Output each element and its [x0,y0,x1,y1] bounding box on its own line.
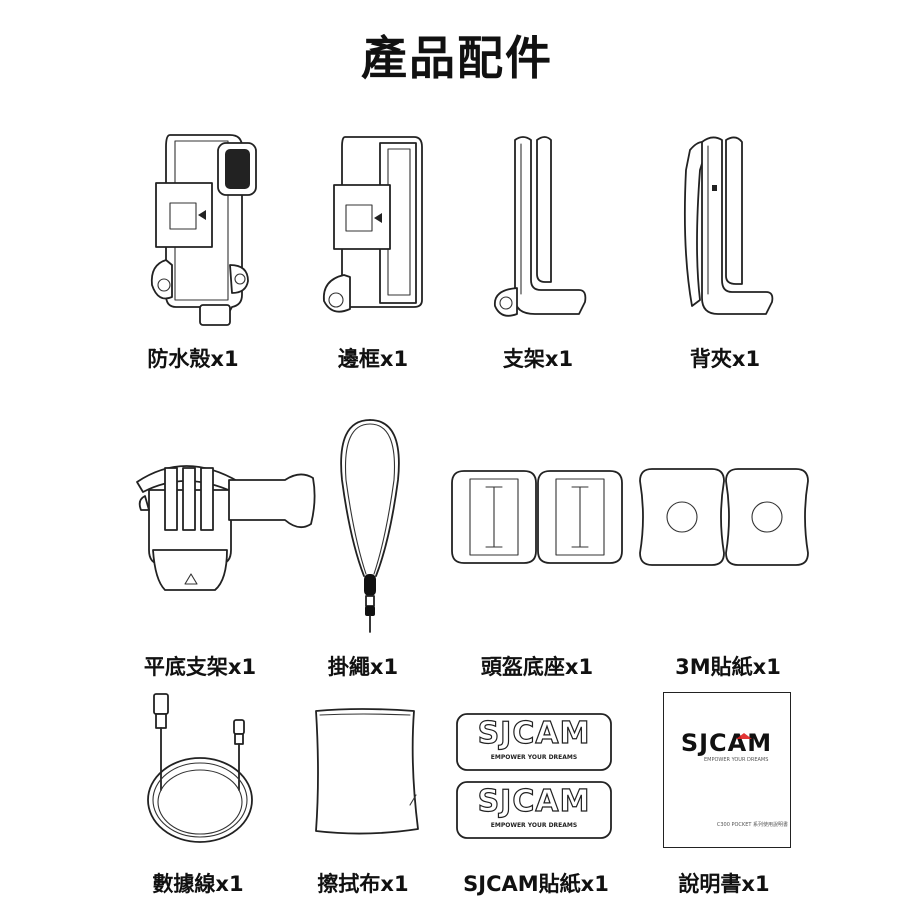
accessory-label: 支架x1 [502,347,574,371]
data-cable-drawing [147,693,253,843]
accessory-label: 3M貼紙x1 [675,655,781,679]
accessory-label: 防水殼x1 [147,347,239,371]
accessory-label: SJCAM貼紙x1 [463,872,609,896]
waterproof-case-illustration [130,125,270,335]
flat-mount-illustration [135,440,325,600]
sjcam-sticker-drawing [456,713,612,839]
frame-illustration [310,125,450,335]
manual-illustration: SJCAM EMPOWER YOUR DREAMS C300 POCKET 系列… [663,692,791,848]
sticker-tagline: EMPOWER YOUR DREAMS [490,754,578,761]
accessory-label: 邊框x1 [337,347,409,371]
data-cable-illustration [140,690,260,850]
sticker-brand: SJCAM [477,715,591,751]
accessory-label: 掛繩x1 [327,655,399,679]
page-title: 產品配件 [361,31,553,85]
accessory-label: 背夾x1 [689,347,761,371]
sjcam-sticker-illustration: SJCAM EMPOWER YOUR DREAMS SJCAM EMPOWER … [455,712,615,842]
waterproof-case-drawing [150,134,257,326]
accessory-label: 頭盔底座x1 [480,655,594,679]
manual-tagline: EMPOWER YOUR DREAMS [704,757,769,763]
stand-illustration [475,130,605,335]
manual-brand: SJCAM [680,729,773,757]
frame-drawing [322,136,423,313]
accessory-label: 數據線x1 [152,872,244,896]
accessory-label: 平底支架x1 [143,655,257,679]
helmet-mount-drawing [451,470,623,564]
stand-drawing [494,136,587,317]
flat-mount-drawing [136,465,316,591]
lanyard-drawing [340,419,400,633]
back-clip-drawing [683,136,774,315]
accessory-label: 擦拭布x1 [317,872,409,896]
manual-footer: C300 POCKET 系列使用說明書 [716,822,788,828]
cleaning-cloth-drawing [315,708,419,835]
helmet-mount-illustration [450,465,630,570]
back-clip-illustration [660,130,790,335]
3m-sticker-drawing [639,468,809,566]
3m-sticker-illustration [639,465,810,570]
sticker-tagline: EMPOWER YOUR DREAMS [490,822,578,829]
lanyard-illustration [330,410,410,645]
accessory-label: 說明書x1 [678,872,770,896]
cleaning-cloth-illustration [310,705,425,840]
manual-accent-mark [736,733,752,739]
sticker-brand: SJCAM [477,783,591,819]
